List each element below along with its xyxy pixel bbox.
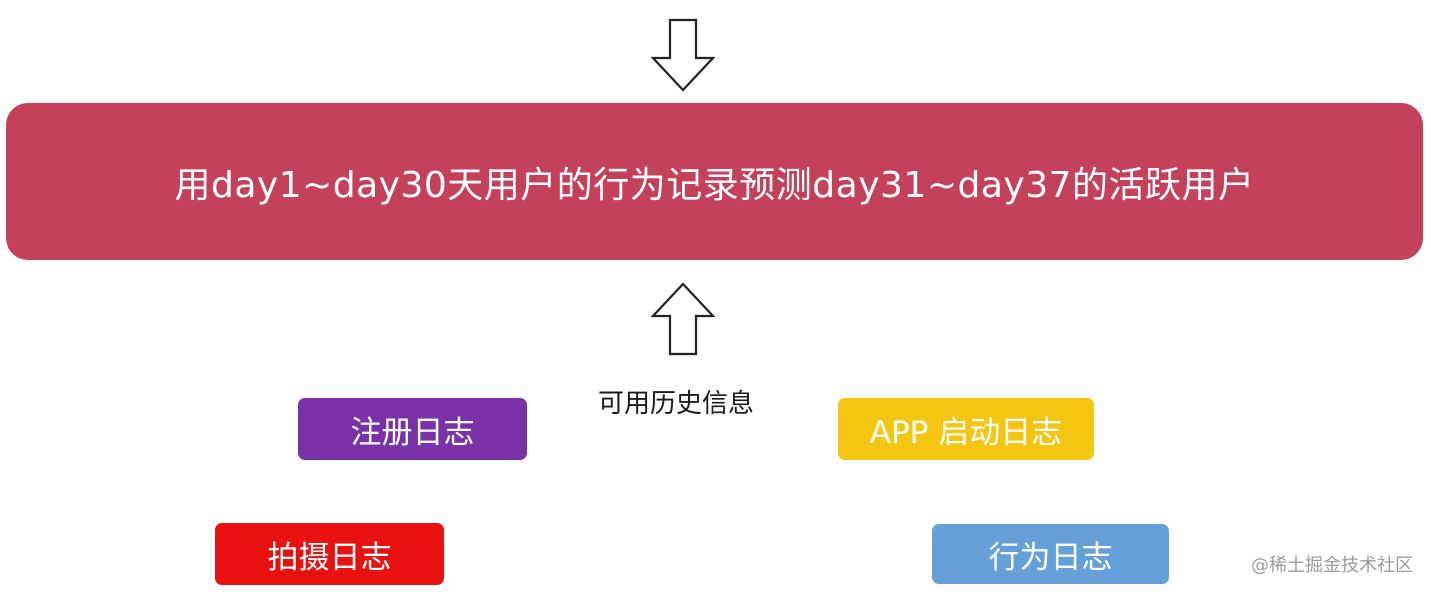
- behavior-log-tag: 行为日志: [932, 524, 1169, 584]
- behavior-log-label: 行为日志: [988, 539, 1113, 576]
- prediction-goal-box: 用day1~day30天用户的行为记录预测day31~day37的活跃用户: [6, 103, 1423, 260]
- prediction-goal-text: 用day1~day30天用户的行为记录预测day31~day37的活跃用户: [174, 164, 1255, 206]
- history-info-label: 可用历史信息: [598, 389, 755, 419]
- register-log-label: 注册日志: [350, 414, 475, 451]
- down-arrow-icon: [651, 18, 715, 92]
- capture-log-tag: 拍摄日志: [215, 523, 444, 585]
- capture-log-label: 拍摄日志: [267, 539, 392, 576]
- app-launch-log-tag: APP 启动日志: [838, 398, 1094, 460]
- register-log-tag: 注册日志: [298, 398, 527, 460]
- app-launch-log-label: APP 启动日志: [869, 414, 1063, 451]
- up-arrow-icon: [651, 282, 715, 356]
- watermark: @稀土掘金技术社区: [1251, 555, 1413, 576]
